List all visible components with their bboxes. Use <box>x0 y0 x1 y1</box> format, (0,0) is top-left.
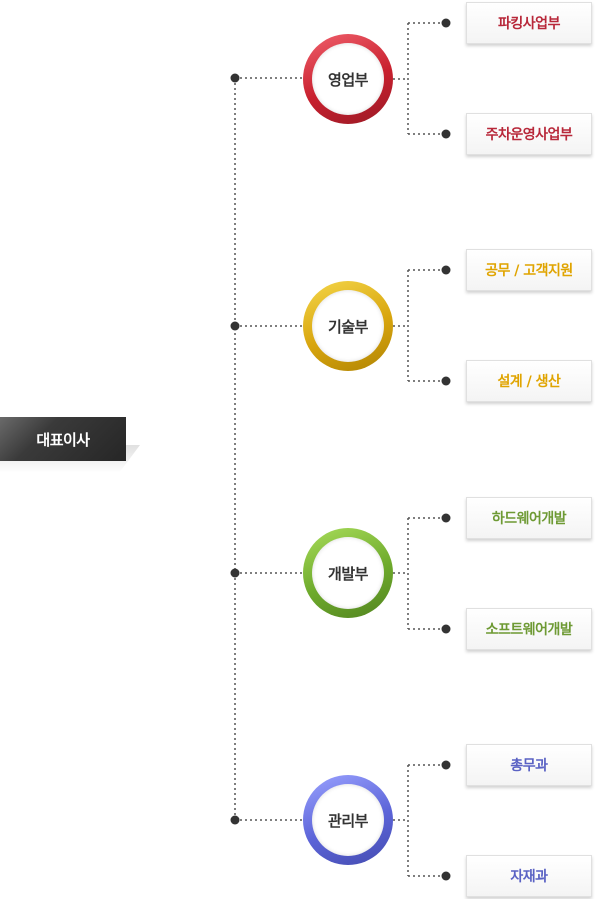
ceo-box: 대표이사 <box>0 417 126 461</box>
team-label-parking-ops: 주차운영사업부 <box>485 127 573 143</box>
team-box: 파킹사업부 <box>466 2 592 44</box>
team-label-design-production: 설계 / 생산 <box>497 374 561 390</box>
junction-dot-admin <box>230 815 240 825</box>
bracket-dev <box>393 517 446 630</box>
ceo-label: 대표이사 <box>36 430 90 449</box>
team-dot-admin-1 <box>441 760 451 770</box>
dept-dev-circle: 개발부 <box>303 528 393 618</box>
bracket-tech <box>393 269 446 382</box>
bracket-admin <box>393 764 446 877</box>
team-box: 자재과 <box>466 855 592 897</box>
team-box: 주차운영사업부 <box>466 113 592 155</box>
team-label-parking: 파킹사업부 <box>498 16 560 32</box>
team-box: 설계 / 생산 <box>466 360 592 402</box>
team-label-general-affairs: 총무과 <box>510 758 548 774</box>
team-label-construction-support: 공무 / 고객지원 <box>485 263 573 279</box>
dept-sales-label: 영업부 <box>328 70 368 89</box>
team-dot-sales-2 <box>441 129 451 139</box>
dept-tech-circle: 기술부 <box>303 281 393 371</box>
team-label-materials: 자재과 <box>510 869 548 885</box>
team-label-hardware: 하드웨어개발 <box>491 511 567 527</box>
team-label-software: 소프트웨어개발 <box>485 622 573 638</box>
dept-admin-circle: 관리부 <box>303 775 393 865</box>
junction-dot-dev <box>230 568 240 578</box>
team-dot-dev-2 <box>441 624 451 634</box>
team-dot-dev-1 <box>441 513 451 523</box>
junction-dot-tech <box>230 321 240 331</box>
team-box: 소프트웨어개발 <box>466 608 592 650</box>
dept-dev-label: 개발부 <box>328 564 368 583</box>
team-dot-sales-1 <box>441 18 451 28</box>
team-dot-tech-1 <box>441 265 451 275</box>
bracket-sales <box>393 22 446 135</box>
team-dot-tech-2 <box>441 376 451 386</box>
junction-dot-sales <box>230 73 240 83</box>
team-box: 공무 / 고객지원 <box>466 249 592 291</box>
team-dot-admin-2 <box>441 871 451 881</box>
team-box: 하드웨어개발 <box>466 497 592 539</box>
dept-tech-label: 기술부 <box>328 317 368 336</box>
dept-admin-label: 관리부 <box>328 811 368 830</box>
team-box: 총무과 <box>466 744 592 786</box>
dept-sales-circle: 영업부 <box>303 34 393 124</box>
